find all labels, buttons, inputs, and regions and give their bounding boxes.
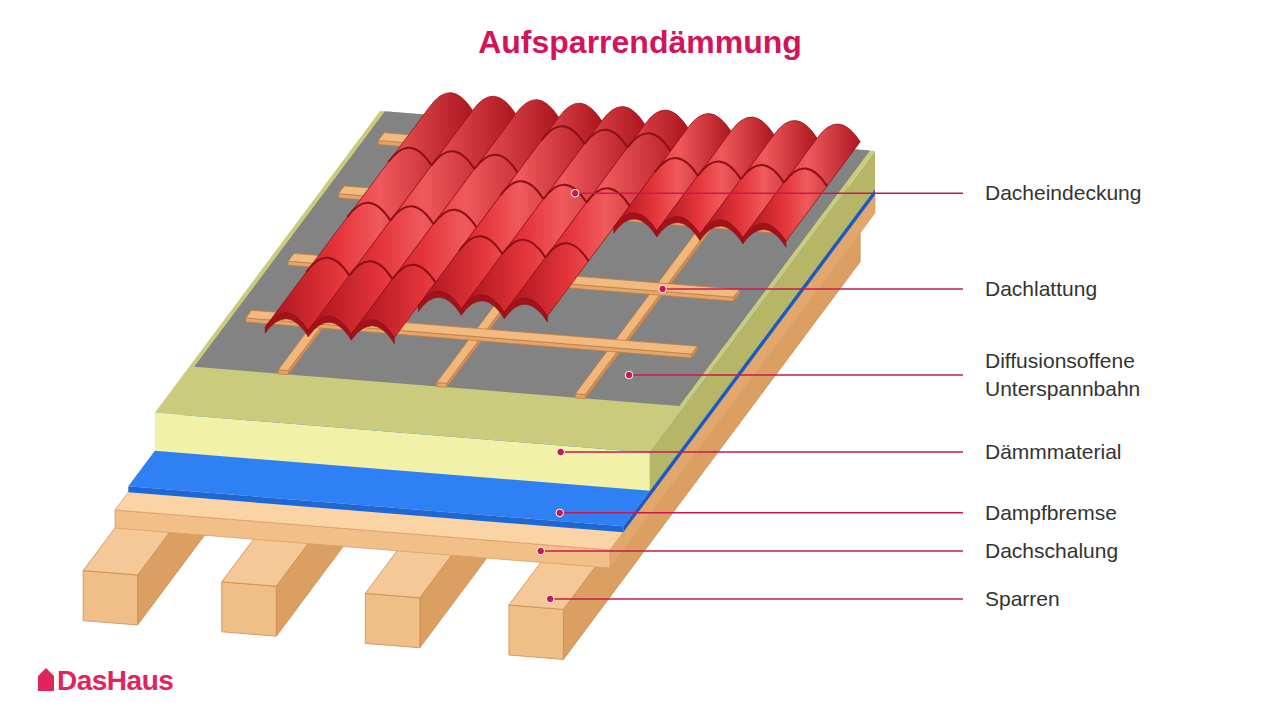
layer-label: Dämmmaterial (985, 438, 1185, 466)
leader-line (561, 451, 963, 453)
tile-overlap (306, 258, 349, 276)
layer-label: Dampfbremse (985, 499, 1185, 527)
leader-dot (556, 509, 564, 517)
tile-front-edge (351, 320, 394, 344)
rafter-front (83, 571, 137, 625)
leader-line (575, 192, 963, 194)
logo-house-icon (38, 668, 54, 691)
tile-overlap (431, 151, 474, 169)
tile-overlap (459, 236, 502, 254)
tile-overlap (628, 133, 671, 151)
brand-logo: DasHaus (57, 665, 173, 697)
leader-dot (557, 448, 565, 456)
tile-front-edge (265, 313, 308, 337)
tile-overlap (475, 155, 518, 173)
tile-front-edge (657, 216, 700, 240)
tile-front-edge (614, 213, 657, 237)
tile-overlap (784, 168, 827, 186)
tile-overlap (502, 240, 545, 258)
tile-front-edge (700, 220, 743, 244)
layer-label: Dachlattung (985, 275, 1185, 303)
layer-label: Dachschalung (985, 537, 1185, 565)
tile-overlap (500, 181, 543, 199)
tile-overlap (698, 161, 741, 179)
leader-dot (537, 547, 545, 555)
tile-overlap (541, 126, 584, 144)
tile-overlap (349, 261, 392, 279)
tile-overlap (433, 210, 476, 228)
tile-overlap (587, 188, 630, 206)
rafter-front (222, 582, 276, 636)
tile-front-edge (308, 316, 351, 340)
tile-front-edge (418, 291, 461, 315)
leader-line (663, 288, 963, 290)
layer-label: Dacheindeckung (985, 179, 1185, 207)
tile-overlap (741, 165, 784, 183)
diagram-title: Aufsparrendämmung (0, 22, 1280, 62)
tile-overlap (655, 158, 698, 176)
leader-dot (546, 595, 554, 603)
leader-dot (659, 285, 667, 293)
rafter-front (509, 605, 564, 659)
leader-line (541, 550, 963, 552)
tile-front-edge (461, 295, 504, 319)
rafter-front (365, 593, 420, 647)
tile-overlap (392, 265, 435, 283)
leader-dot (625, 371, 633, 379)
tile-front-edge (743, 223, 786, 247)
tile-overlap (545, 243, 588, 261)
leader-line (550, 598, 963, 600)
tile-front-edge (504, 298, 547, 322)
tile-overlap (347, 203, 390, 221)
leader-line (560, 512, 963, 514)
leader-line (629, 374, 963, 376)
tile-overlap (585, 130, 628, 148)
leader-dot (571, 189, 579, 197)
layer-label: Diffusionsoffene Unterspannbahn (985, 347, 1185, 403)
layer-label: Sparren (985, 585, 1185, 613)
tile-overlap (388, 148, 431, 166)
tile-overlap (390, 206, 433, 224)
